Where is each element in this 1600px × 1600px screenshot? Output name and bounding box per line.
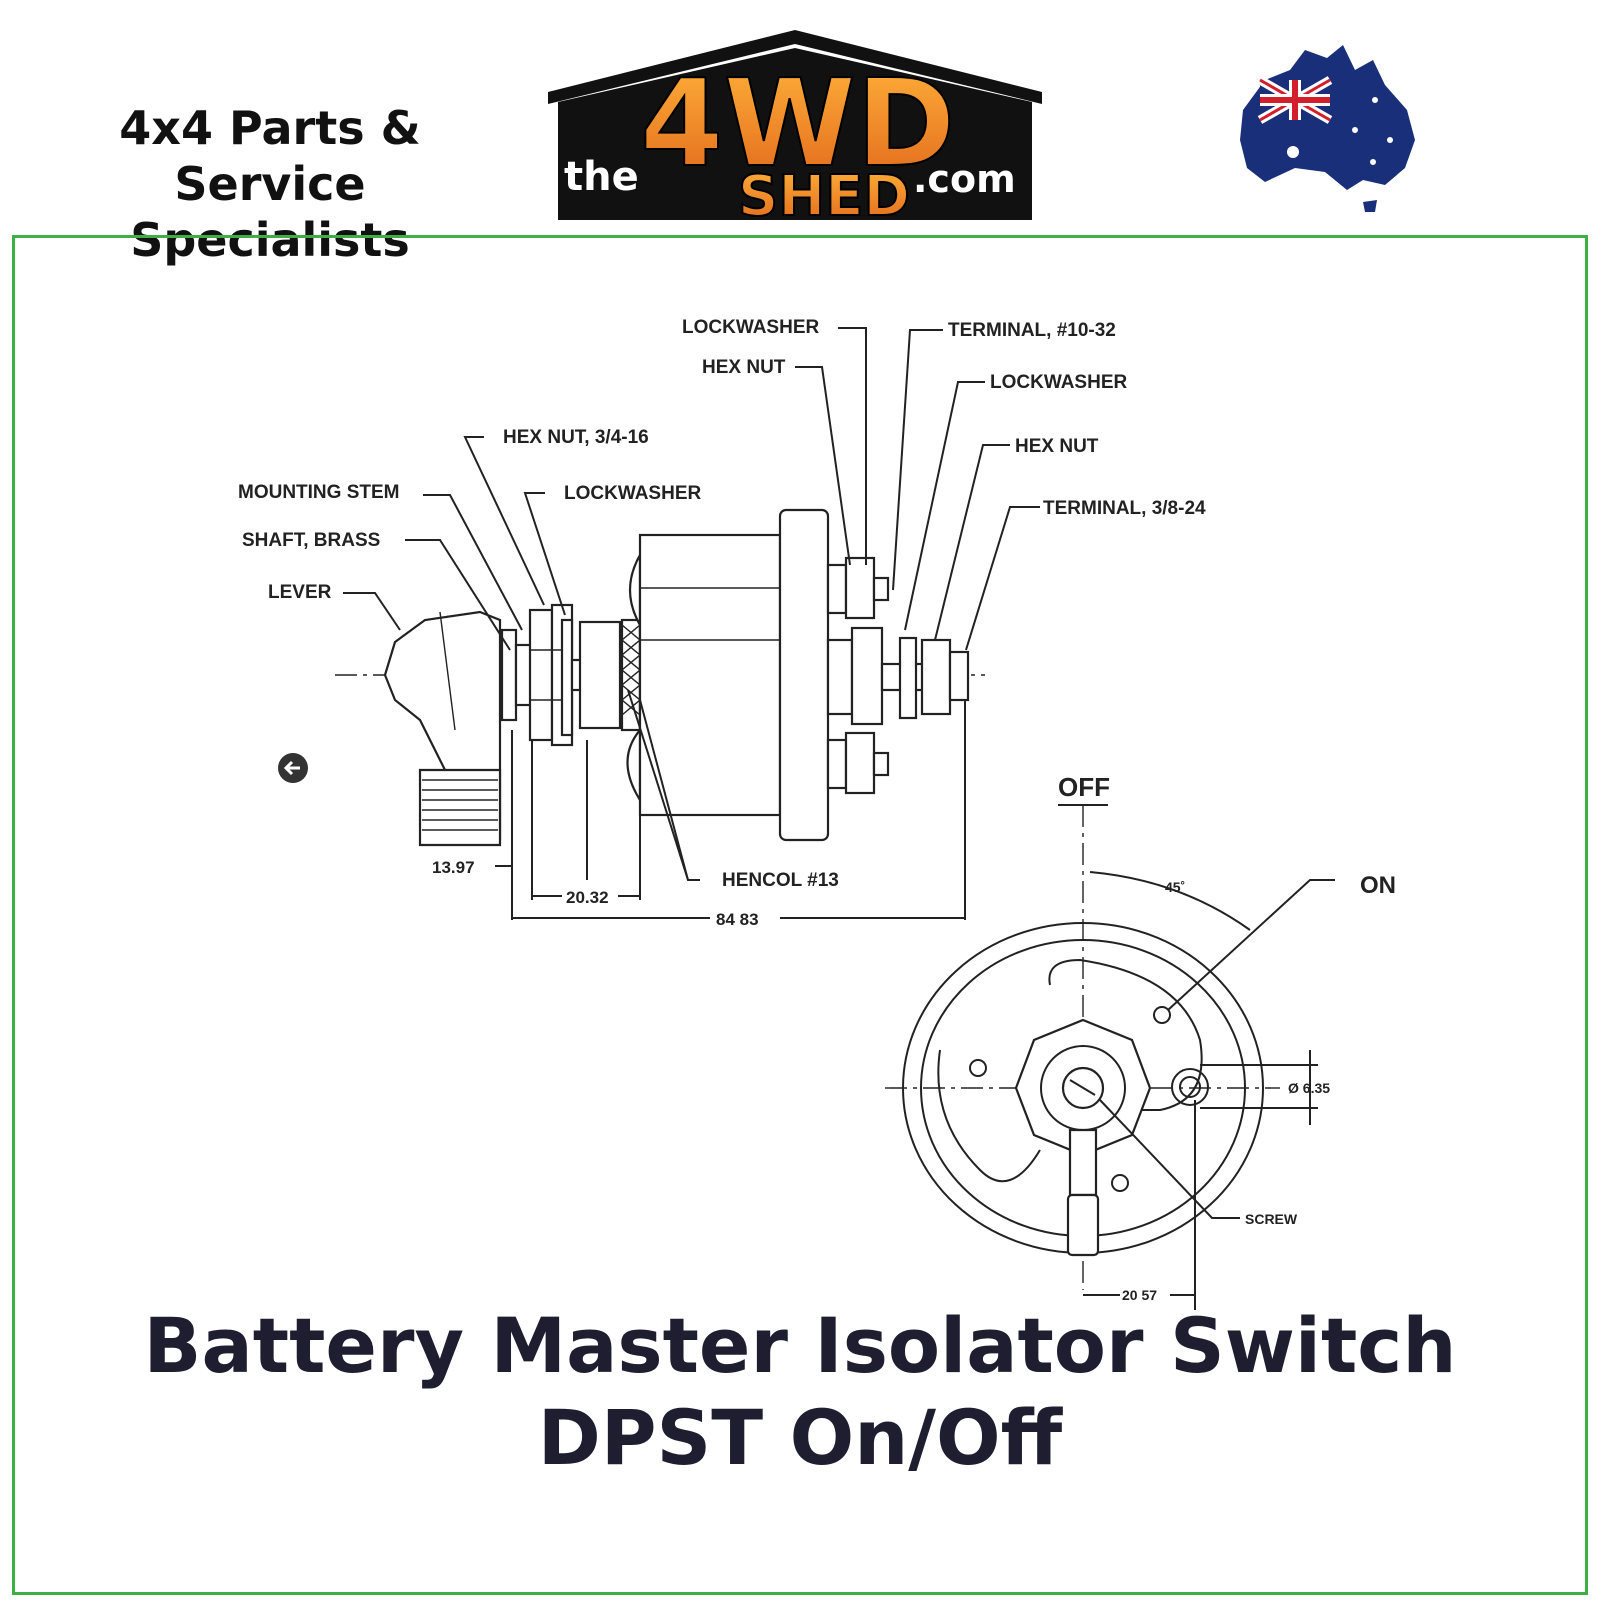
label-hex-nut-top: HEX NUT (702, 357, 786, 378)
dimension-84-83: 84 83 (716, 910, 759, 929)
label-angle: 45˚ (1165, 879, 1185, 895)
label-screw: SCREW (1245, 1211, 1298, 1227)
back-arrow-icon (278, 753, 308, 783)
label-off: OFF (1058, 772, 1110, 802)
lever-knob (383, 610, 502, 847)
dimension-13-97: 13.97 (432, 858, 475, 877)
diagram-frame (12, 235, 1588, 1595)
dimension-20-57: 20 57 (1122, 1287, 1157, 1303)
label-lockwasher-mid: LOCKWASHER (990, 372, 1128, 393)
the-4wd-shed-logo: the 4WD SHED .com (548, 30, 1042, 225)
logo-4wd: 4WD (640, 55, 955, 194)
title-line-2: DPST On/Off (537, 1393, 1063, 1482)
terminal-large (826, 626, 970, 726)
label-lever: LEVER (268, 582, 332, 603)
label-hex-nut-34-16: HEX NUT, 3/4-16 (503, 427, 649, 448)
label-hex-nut-mid: HEX NUT (1015, 436, 1099, 457)
switch-body (638, 533, 782, 817)
shaft-collar (500, 628, 518, 722)
label-hencol: HENCOL #13 (722, 870, 839, 891)
tagline-line-2: Specialists (130, 213, 410, 267)
label-on: ON (1360, 872, 1396, 899)
terminals-small (826, 556, 890, 795)
australia-flag-map (1240, 45, 1415, 212)
logo-com: .com (913, 157, 1016, 201)
hex-nut-34 (528, 608, 554, 742)
label-shaft-brass: SHAFT, BRASS (242, 530, 380, 551)
label-terminal-38-24: TERMINAL, 3/8-24 (1043, 498, 1206, 519)
stem-body (578, 620, 622, 730)
label-mounting-stem: MOUNTING STEM (238, 482, 400, 503)
title-line-1: Battery Master Isolator Switch (143, 1301, 1457, 1390)
product-title: Battery Master Isolator Switch DPST On/O… (0, 1300, 1600, 1484)
label-diameter: Ø 6.35 (1288, 1080, 1330, 1096)
logo-the: the (564, 154, 639, 200)
tagline-line-1: 4x4 Parts & Service (119, 101, 421, 211)
logo-shed: SHED (738, 164, 910, 225)
front-view (885, 804, 1335, 1310)
tagline: 4x4 Parts & Service Specialists (20, 100, 520, 268)
label-lockwasher-left: LOCKWASHER (564, 483, 702, 504)
label-lockwasher-top: LOCKWASHER (682, 317, 820, 338)
label-terminal-10-32: TERMINAL, #10-32 (948, 320, 1116, 341)
switch-flange (778, 508, 830, 842)
dimension-20-32: 20.32 (566, 888, 609, 907)
lockwasher-left (560, 618, 574, 737)
